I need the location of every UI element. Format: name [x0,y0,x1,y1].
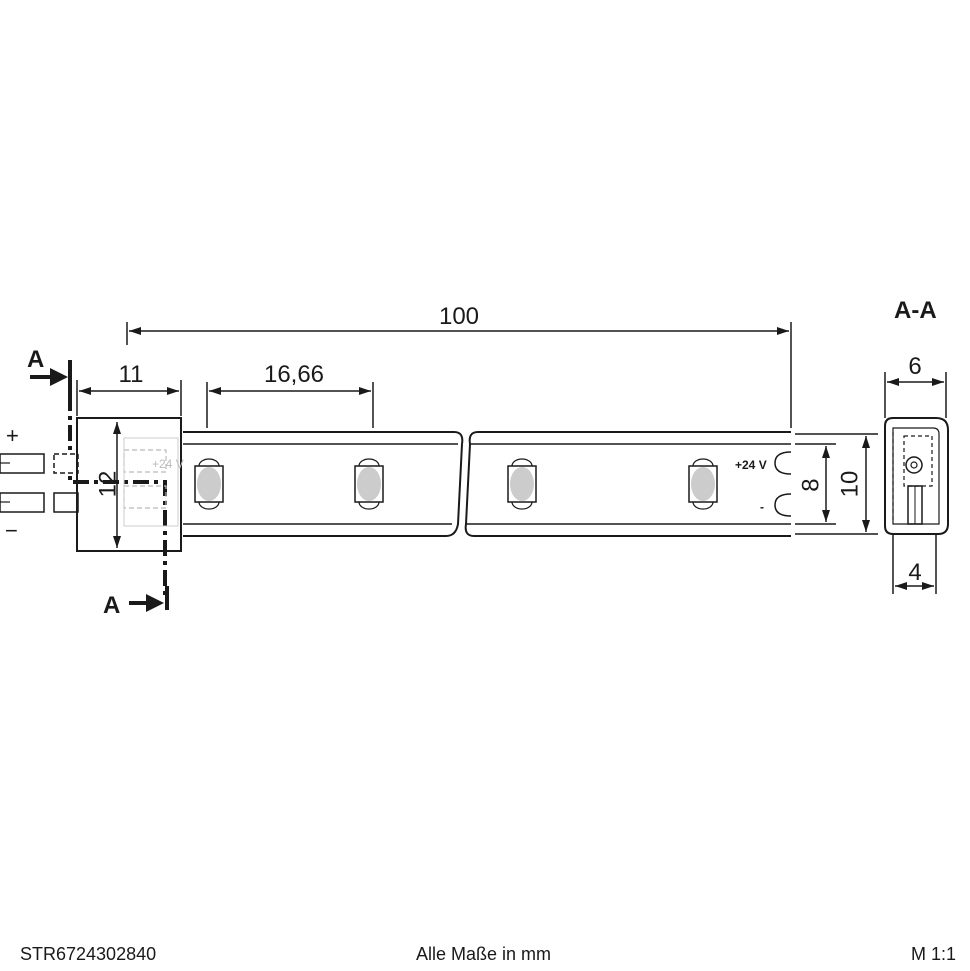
end-cap: +24 V 12 [76,417,184,552]
led-1 [194,458,224,510]
plus-sign: + [6,423,19,448]
dimension-section-width-top-label: 6 [908,353,921,380]
section-marker-top: A [27,346,72,395]
section-marker-bottom: A [103,586,169,619]
dimension-end-cap-length: 11 [76,361,182,416]
section-view: A-A 6 4 [884,297,949,594]
connection-wires: + − [0,423,79,543]
units-note: Alle Maße in mm [416,944,552,964]
led-4 [688,458,718,510]
dimension-strip-height-outer-label: 10 [836,471,863,498]
article-number: STR6724302840 [20,944,157,964]
section-marker-top-label: A [27,346,44,373]
dimension-total-length-label: 100 [439,303,479,330]
dimension-led-pitch: 16,66 [206,361,374,428]
minus-label-right: - [760,500,764,514]
led-2 [354,458,384,510]
section-marker-bottom-label: A [103,592,120,619]
dimension-strip-height-inner-label: 8 [797,478,824,491]
led-3 [507,458,537,510]
dimension-end-cap-length-label: 11 [119,361,144,388]
scale-note: M 1:1 [910,944,956,964]
dimension-strip-heights: 8 10 [795,433,878,535]
section-title: A-A [894,297,937,324]
minus-sign: − [5,518,18,543]
dimension-section-width-bottom-label: 4 [908,559,921,586]
led-strip: +24 V - [183,431,792,537]
dimension-end-cap-height-label: 12 [94,471,121,498]
voltage-label-cap: +24 V [152,457,184,471]
dimension-led-pitch-label: 16,66 [264,361,324,388]
voltage-label-right: +24 V [735,458,767,472]
dimension-total-length: 100 [126,303,792,428]
